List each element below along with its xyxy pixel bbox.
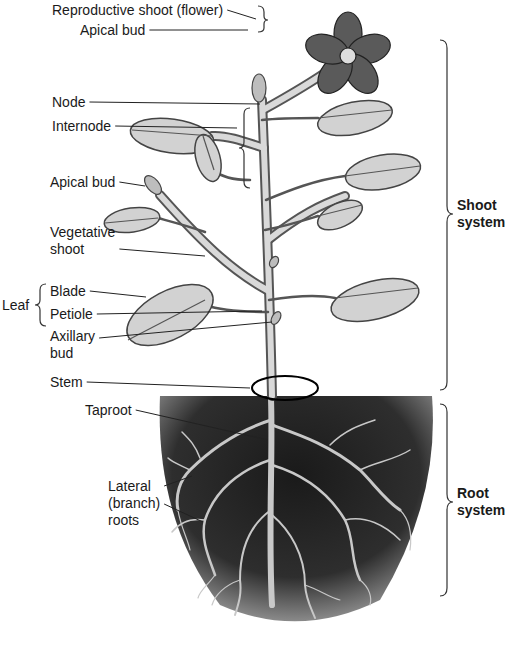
leaf-veins — [105, 110, 420, 340]
part-label: Axillary bud — [50, 328, 95, 362]
part-label: Reproductive shoot (flower) — [52, 2, 223, 19]
part-label: Leaf — [2, 297, 29, 314]
leaves — [103, 94, 424, 358]
system-label: Root system — [457, 485, 505, 519]
part-label: Blade — [50, 283, 86, 300]
part-label: Stem — [50, 374, 83, 391]
part-label: Vegetative shoot — [50, 224, 115, 258]
leader-line — [99, 322, 272, 338]
leader-line — [97, 311, 262, 314]
system-label: Shoot system — [457, 197, 505, 231]
part-label: Petiole — [50, 306, 93, 323]
leader-line — [149, 30, 248, 31]
stem — [160, 68, 345, 396]
leader-line — [115, 126, 237, 128]
flower — [302, 12, 394, 100]
part-label: Apical bud — [80, 22, 145, 39]
part-label: Taproot — [85, 402, 132, 419]
part-label: Lateral (branch) roots — [108, 478, 160, 529]
stem-outline — [160, 68, 345, 396]
part-label: Internode — [52, 118, 111, 135]
brackets — [35, 6, 453, 596]
stem-highlight — [252, 376, 318, 400]
part-label: Apical bud — [50, 174, 115, 191]
leader-line — [90, 291, 146, 297]
leader-line — [87, 382, 250, 388]
leader-line — [119, 182, 145, 186]
leader-line — [89, 102, 260, 104]
leader-line — [164, 504, 203, 522]
leader-line — [136, 410, 268, 440]
leader-line — [227, 10, 256, 19]
soil — [160, 396, 433, 621]
leader-line — [164, 476, 192, 486]
buds — [141, 74, 283, 326]
roots — [168, 398, 411, 618]
part-label: Node — [52, 94, 85, 111]
leader-line — [119, 249, 205, 256]
